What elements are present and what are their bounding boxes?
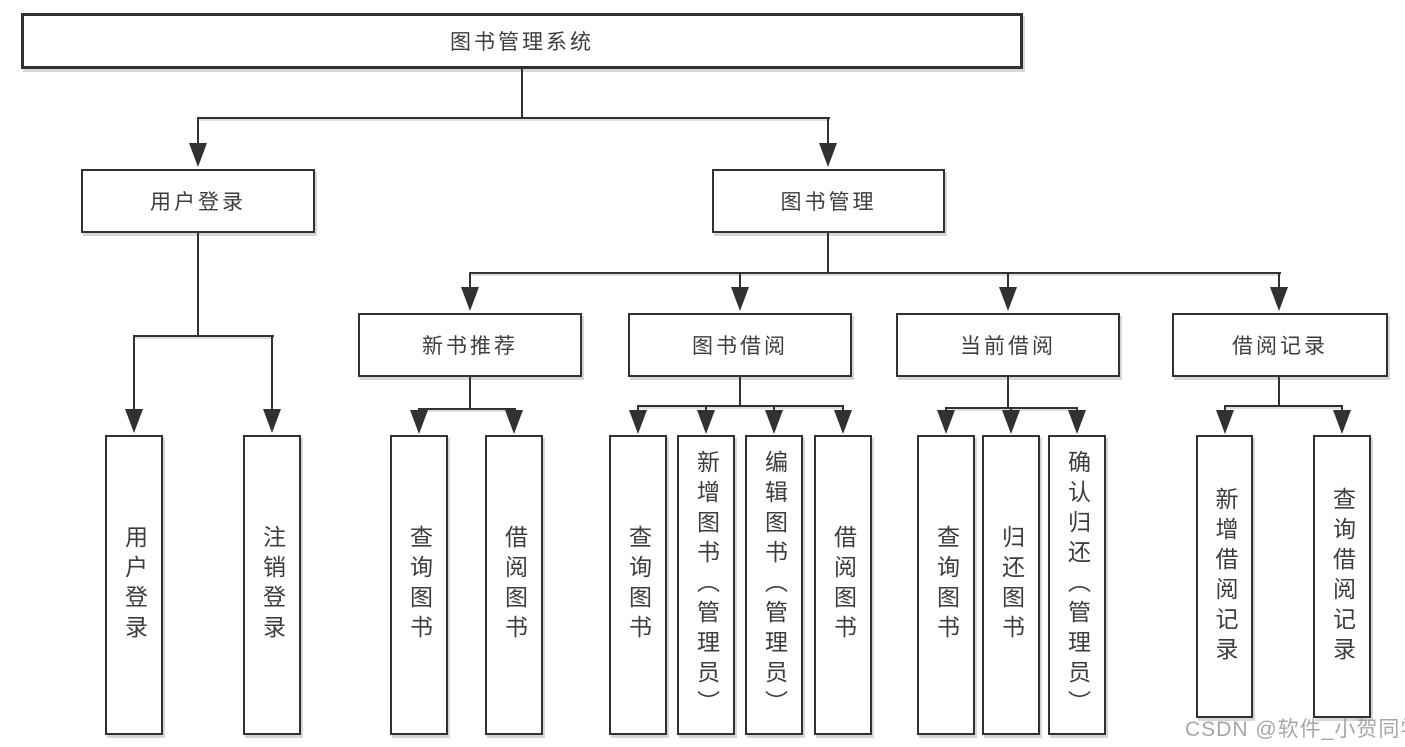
leaf-currentborrow-confirm-label: 确认归还（管理员）	[1064, 450, 1091, 720]
connector-to-book-borrow	[739, 273, 741, 289]
arrow-currentborrow-query-icon	[937, 410, 955, 434]
arrow-to-book-management-icon	[819, 143, 837, 167]
connector-to-current-borrow	[1007, 273, 1009, 289]
node-borrow-records-label: 借阅记录	[1232, 335, 1328, 358]
leaf-records-query-label: 查询借阅记录	[1329, 486, 1356, 667]
connector-bookborrow-1	[637, 406, 639, 412]
leaf-currentborrow-query: 查询图书	[917, 435, 975, 735]
leaf-records-add-label: 新增借阅记录	[1212, 486, 1238, 667]
leaf-bookborrow-edit-label: 编辑图书（管理员）	[761, 450, 788, 720]
leaf-newbooks-borrow-label: 借阅图书	[501, 525, 528, 645]
arrow-bookborrow-add-icon	[697, 410, 715, 434]
node-book-borrow-label: 图书借阅	[692, 335, 788, 358]
node-root: 图书管理系统	[21, 13, 1023, 69]
leaf-bookborrow-add-label: 新增图书（管理员）	[693, 450, 720, 720]
arrow-to-user-login-icon	[189, 143, 207, 167]
arrow-currentborrow-return-icon	[1002, 410, 1020, 434]
arrow-newbooks-borrow-icon	[505, 410, 523, 434]
connector-records-stem	[1278, 377, 1280, 406]
connector-root-stem	[521, 69, 523, 118]
node-book-borrow: 图书借阅	[628, 313, 852, 377]
arrow-records-add-icon	[1216, 410, 1234, 434]
connector-to-user-login	[197, 118, 199, 146]
arrow-to-leaf-login-icon	[125, 409, 143, 433]
leaf-logout: 注销登录	[243, 435, 301, 735]
arrow-to-current-borrow-icon	[999, 287, 1017, 311]
node-current-borrow: 当前借阅	[896, 313, 1120, 377]
leaf-bookborrow-borrow: 借阅图书	[814, 435, 872, 735]
arrow-to-leaf-logout-icon	[263, 409, 281, 433]
node-book-management: 图书管理	[712, 169, 945, 233]
leaf-currentborrow-query-label: 查询图书	[933, 525, 960, 645]
leaf-records-query: 查询借阅记录	[1313, 435, 1371, 718]
connector-to-leaf-login	[133, 336, 135, 410]
connector-to-leaf-logout	[271, 336, 273, 410]
leaf-bookborrow-add: 新增图书（管理员）	[677, 435, 735, 735]
connector-bookborrow-4	[842, 406, 844, 412]
connector-root-rail	[197, 117, 830, 119]
leaf-bookborrow-borrow-label: 借阅图书	[830, 525, 857, 645]
connector-to-book-management	[827, 118, 829, 146]
arrow-to-new-books-icon	[461, 287, 479, 311]
leaf-currentborrow-return-label: 归还图书	[998, 525, 1025, 645]
connector-newbooks-rail	[418, 408, 516, 410]
leaf-currentborrow-confirm: 确认归还（管理员）	[1048, 435, 1106, 735]
leaf-logout-label: 注销登录	[259, 525, 286, 645]
connector-to-new-books	[469, 273, 471, 289]
leaf-records-add: 新增借阅记录	[1196, 435, 1253, 718]
arrow-bookborrow-borrow-icon	[834, 410, 852, 434]
connector-newbooks-stem	[469, 377, 471, 409]
leaf-currentborrow-return: 归还图书	[982, 435, 1040, 735]
leaf-bookborrow-query: 查询图书	[609, 435, 667, 735]
leaf-bookborrow-query-label: 查询图书	[625, 525, 652, 645]
node-borrow-records: 借阅记录	[1172, 313, 1388, 377]
leaf-user-login: 用户登录	[105, 435, 163, 735]
connector-records-rail	[1224, 405, 1343, 407]
connector-login-stem	[197, 233, 199, 337]
connector-bookborrow-3	[773, 406, 775, 412]
node-user-login: 用户登录	[81, 169, 315, 233]
arrow-bookborrow-edit-icon	[765, 410, 783, 434]
leaf-bookborrow-edit: 编辑图书（管理员）	[745, 435, 803, 735]
node-book-management-label: 图书管理	[780, 191, 877, 214]
watermark: CSDN @软件_小贺同学	[1185, 718, 1405, 741]
arrow-newbooks-query-icon	[410, 410, 428, 434]
connector-to-borrow-records	[1278, 273, 1280, 289]
connector-records-2	[1341, 406, 1343, 412]
node-current-borrow-label: 当前借阅	[960, 335, 1056, 358]
leaf-newbooks-query-label: 查询图书	[406, 525, 433, 645]
arrow-bookborrow-query-icon	[629, 410, 647, 434]
leaf-user-login-label: 用户登录	[121, 525, 148, 645]
connector-currentborrow-stem	[1007, 377, 1009, 408]
connector-bookborrow-stem	[739, 377, 741, 406]
node-new-book-recommend: 新书推荐	[358, 313, 582, 377]
connector-login-rail	[133, 335, 274, 337]
node-user-login-label: 用户登录	[150, 191, 246, 214]
connector-management-stem	[827, 233, 829, 273]
connector-bookborrow-rail	[637, 405, 844, 407]
connector-bookborrow-2	[705, 406, 707, 412]
node-new-book-recommend-label: 新书推荐	[422, 335, 518, 358]
arrow-records-query-icon	[1333, 410, 1351, 434]
leaf-newbooks-borrow: 借阅图书	[485, 435, 543, 735]
node-root-label: 图书管理系统	[450, 31, 594, 54]
connector-management-rail	[469, 272, 1281, 274]
leaf-newbooks-query: 查询图书	[390, 435, 448, 735]
connector-records-1	[1224, 406, 1226, 412]
arrow-to-borrow-records-icon	[1270, 287, 1288, 311]
arrow-to-book-borrow-icon	[731, 287, 749, 311]
arrow-currentborrow-confirm-icon	[1068, 410, 1086, 434]
